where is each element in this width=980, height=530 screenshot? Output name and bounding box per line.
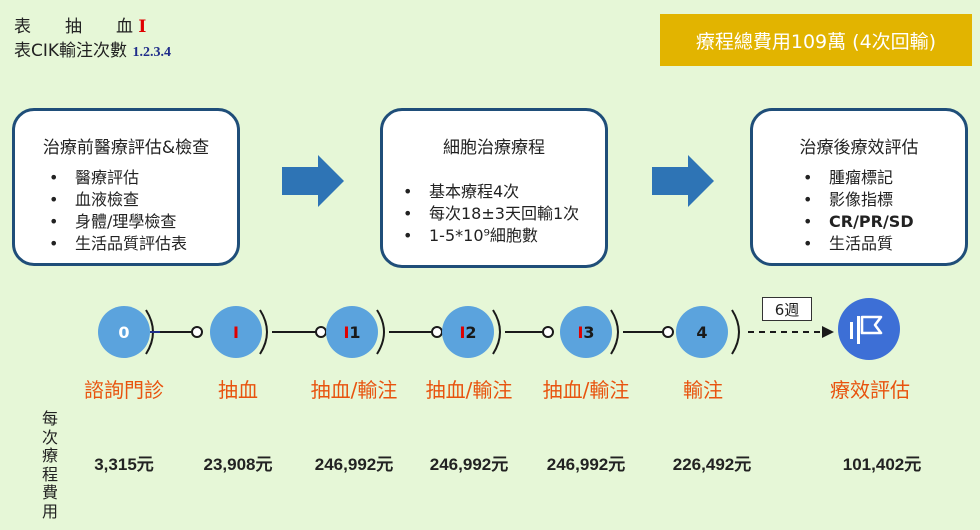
stage-label-infusion-1: 抽血/輸注 <box>310 378 398 402</box>
post-treatment-title: 治療後療效評估 <box>799 138 919 158</box>
post-treatment-box: 治療後療效評估 •腫瘤標記 •影像指標 •CR/PR/SD •生活品質 <box>750 108 968 266</box>
cell-therapy-title: 細胞治療療程 <box>443 138 545 158</box>
flag-icon <box>838 298 900 360</box>
list-item: •血液檢查 <box>49 190 140 209</box>
node-infusion-4: 4 <box>676 306 728 358</box>
pre-treatment-title: 治療前醫療評估&檢查 <box>42 138 210 158</box>
list-item: •基本療程4次 <box>403 182 520 201</box>
timeline-connectors <box>145 309 834 355</box>
flow-arrow-1 <box>282 155 344 207</box>
weeks-interval-box: 6週 <box>762 297 812 321</box>
legend-line-infusion: 表CIK輸注次數 1.2.3.4 <box>14 36 171 61</box>
flow-arrow-2 <box>652 155 714 207</box>
cost-infusion-1: 246,992元 <box>314 455 394 474</box>
cell-therapy-list: •基本療程4次 •每次18±3天回輸1次 •1-5*10⁹細胞數 <box>403 181 579 247</box>
list-item: •每次18±3天回輸1次 <box>403 204 580 223</box>
cost-infusion-3: 246,992元 <box>546 455 626 474</box>
legend-infusion-numbers: 1.2.3.4 <box>132 45 171 60</box>
list-item: •生活品質評估表 <box>49 234 188 253</box>
stage-label-infusion-4: 輸注 <box>683 378 723 402</box>
pre-treatment-list: •醫療評估 •血液檢查 •身體/理學檢查 •生活品質評估表 <box>49 167 187 255</box>
legend-blood-mark: I <box>138 17 147 37</box>
cost-infusion-2: 246,992元 <box>429 455 509 474</box>
stage-label-consult: 諮詢門診 <box>84 378 164 402</box>
list-item: •CR/PR/SD <box>803 212 914 231</box>
list-item: •醫療評估 <box>49 168 140 187</box>
cost-infusion-4: 226,492元 <box>672 455 752 474</box>
stage-label-infusion-2: 抽血/輸注 <box>425 378 513 402</box>
legend-infusion-label: 表CIK輸注次數 <box>14 41 128 61</box>
total-cost-banner: 療程總費用109萬 (4次回輸) <box>660 14 972 66</box>
cost-blood-draw: 23,908元 <box>203 455 273 474</box>
post-treatment-list: •腫瘤標記 •影像指標 •CR/PR/SD •生活品質 <box>803 167 914 255</box>
list-item: •生活品質 <box>803 234 894 253</box>
pre-treatment-box: 治療前醫療評估&檢查 •醫療評估 •血液檢查 •身體/理學檢查 •生活品質評估表 <box>12 108 240 266</box>
timeline-start-segment <box>150 331 160 333</box>
cell-therapy-box: 細胞治療療程 •基本療程4次 •每次18±3天回輸1次 •1-5*10⁹細胞數 <box>380 108 608 268</box>
cost-row-label: 每次療程費用 <box>41 409 58 521</box>
cost-consult: 3,315元 <box>94 455 154 474</box>
list-item: •1-5*10⁹細胞數 <box>403 226 538 245</box>
stage-label-infusion-3: 抽血/輸注 <box>542 378 630 402</box>
legend-line-blood: 表 抽 血 I <box>14 12 146 37</box>
node-blood-draw: I <box>210 306 262 358</box>
list-item: •影像指標 <box>803 190 894 209</box>
stage-label-evaluation: 療效評估 <box>830 378 910 402</box>
legend-blood-label: 表 抽 血 <box>14 17 133 37</box>
list-item: •身體/理學檢查 <box>49 212 177 231</box>
node-consult: 0 <box>98 306 150 358</box>
list-item: •腫瘤標記 <box>803 168 894 187</box>
cost-evaluation: 101,402元 <box>842 455 922 474</box>
stage-label-blood-draw: 抽血 <box>218 378 258 402</box>
